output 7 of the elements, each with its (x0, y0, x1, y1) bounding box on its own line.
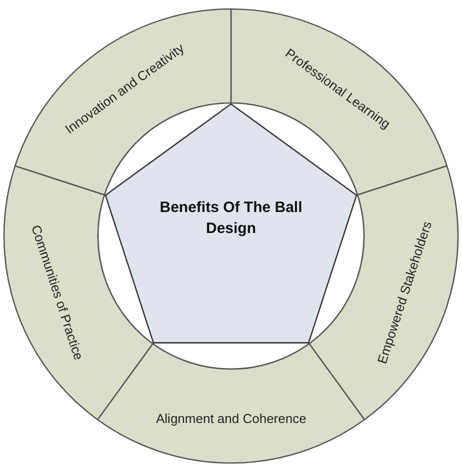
ring-segment (308, 165, 458, 420)
ring-segment (96, 342, 366, 464)
ring-segment (230, 8, 448, 196)
segment-label: Alignment and Coherence (156, 410, 306, 426)
ring-segment (4, 165, 154, 420)
ring-segment (14, 8, 232, 196)
center-title: Benefits Of The Ball Design (158, 198, 304, 239)
